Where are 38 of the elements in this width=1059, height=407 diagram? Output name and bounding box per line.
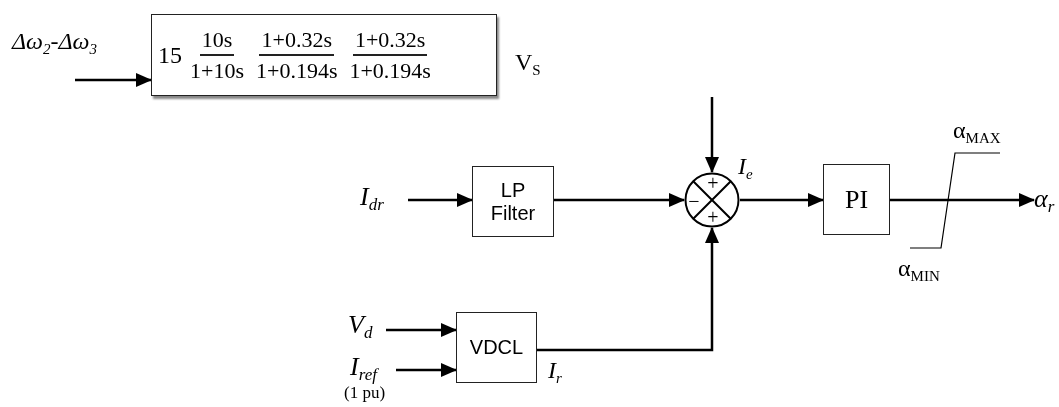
transfer-function-block (151, 14, 497, 96)
block-box (472, 166, 554, 237)
denominator: 1+0.194s (254, 57, 339, 84)
denominator: 1+10s (189, 57, 245, 84)
sign: + (707, 207, 719, 227)
edge-label: I$_{r}$ (548, 358, 562, 386)
signal-label: I$_{ref}$ (350, 354, 380, 384)
block-label: LP Filter (489, 178, 537, 225)
sign: + (707, 173, 719, 193)
signal-note: (1 pu) (344, 383, 387, 404)
signal-label: V$_{S}$ (515, 50, 541, 78)
signal-label: V$_{d}$ (348, 312, 386, 344)
numerator: 10s (199, 26, 235, 56)
arrow (396, 363, 457, 377)
arrow (554, 193, 685, 207)
sign: − (688, 191, 700, 211)
arrow (537, 227, 719, 352)
block-label: VDCL (469, 336, 524, 359)
edge-label: I$_{e}$ (738, 154, 753, 182)
arrow (408, 193, 473, 207)
gain: 15 (158, 41, 182, 69)
limit-label: α$_{MAX}$ (953, 118, 1001, 146)
block-box (823, 164, 890, 235)
denominator: 1+0.194s (348, 57, 432, 84)
block-label: PI (844, 184, 869, 215)
arrow (386, 323, 457, 337)
signal-label: α$_{r}$ (1034, 186, 1059, 216)
summing-junction (684, 172, 740, 228)
limit-label: α$_{MIN}$ (898, 256, 940, 284)
arrow (890, 193, 1035, 207)
signal-label: I$_{dr}$ (360, 184, 408, 216)
edge-label: Δω$_{2}$-Δω$_{3}$ (12, 29, 98, 57)
arrow (75, 73, 152, 87)
arrow (740, 193, 824, 207)
block-box (456, 312, 537, 383)
arrow (705, 97, 719, 173)
numerator: 1+0.32s (259, 26, 334, 56)
numerator: 1+0.32s (352, 26, 428, 56)
